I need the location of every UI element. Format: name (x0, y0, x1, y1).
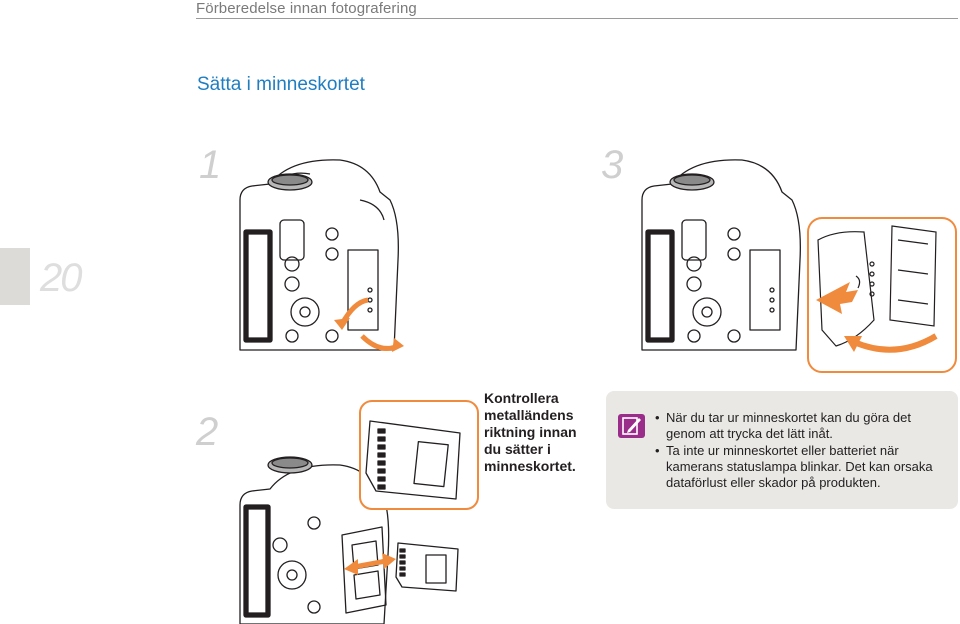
page-tab (0, 248, 30, 305)
step-number-1: 1 (199, 143, 222, 187)
note-box: När du tar ur minneskortet kan du göra d… (606, 391, 958, 509)
instruction-line: Kontrollera (484, 390, 559, 406)
note-item: Ta inte ur minneskortet eller batteriet … (646, 443, 954, 491)
note-list: När du tar ur minneskortet kan du göra d… (646, 410, 954, 492)
instruction-text: Kontrollera metalländens riktning innan … (484, 390, 604, 475)
header-section-title: Förberedelse innan fotografering (196, 0, 417, 17)
step-number-3: 3 (601, 143, 624, 187)
illustration-step-1 (239, 159, 404, 352)
page-number: 20 (40, 256, 82, 300)
instruction-line: riktning innan (484, 424, 577, 440)
illustration-step-3 (641, 159, 957, 373)
header-rule (196, 18, 958, 19)
note-pencil-icon (618, 414, 645, 438)
note-item: När du tar ur minneskortet kan du göra d… (646, 410, 954, 442)
instruction-line: minneskortet. (484, 458, 576, 474)
instruction-line: metalländens (484, 407, 574, 423)
page-title: Sätta i minneskortet (197, 74, 365, 95)
instruction-line: du sätter i (484, 441, 551, 457)
illustration-step-2 (239, 400, 479, 624)
step-number-2: 2 (196, 410, 219, 454)
